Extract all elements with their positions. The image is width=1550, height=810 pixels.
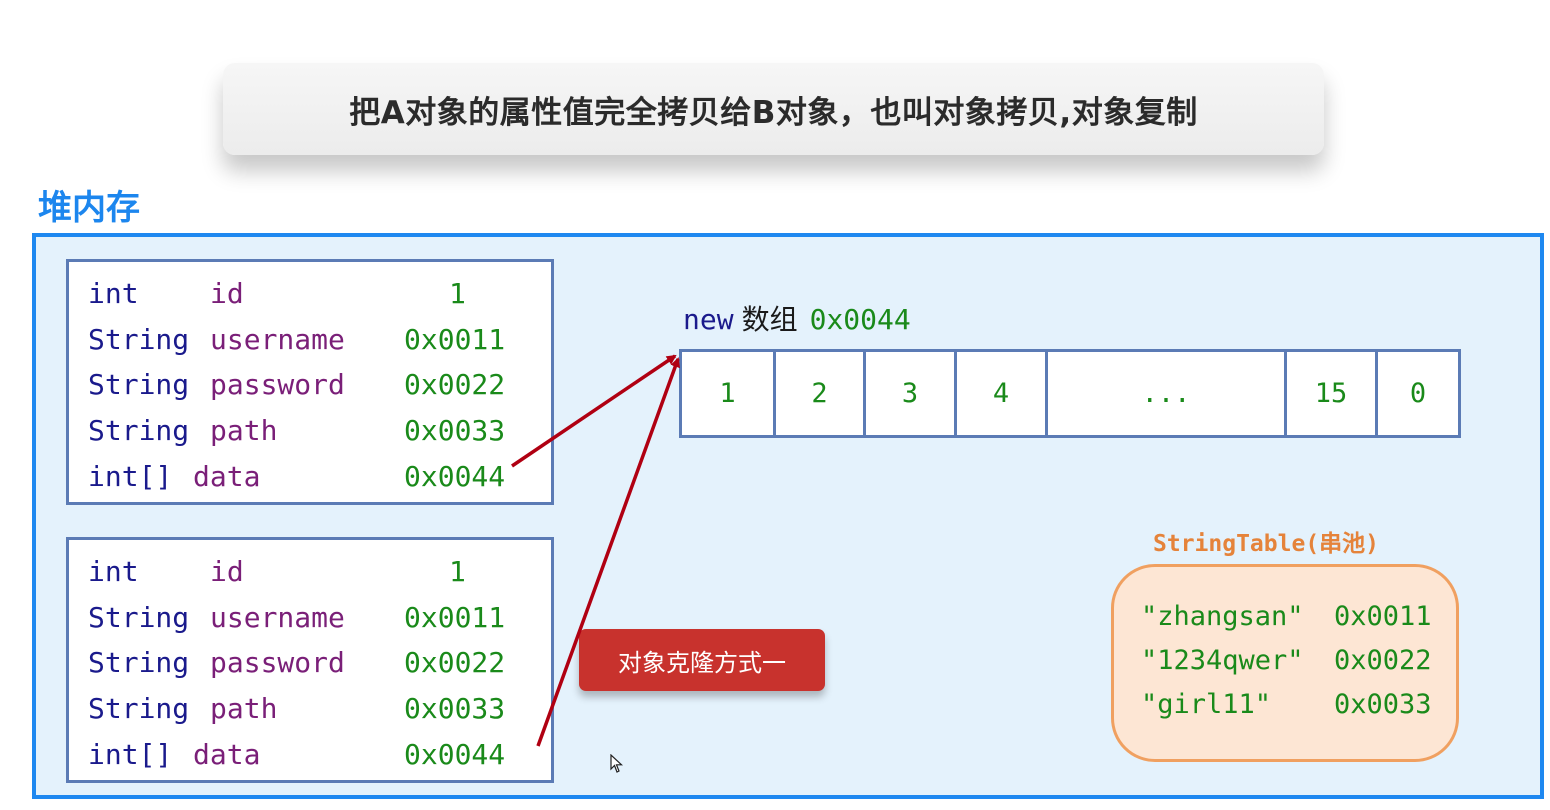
array-cell: 15 xyxy=(1284,349,1378,438)
field-row: String path 0x0033 xyxy=(69,411,551,451)
field-value: 0x0022 xyxy=(404,646,506,679)
field-type: String xyxy=(88,601,190,634)
array-address: 0x0044 xyxy=(809,303,911,336)
title-banner: 把A对象的属性值完全拷贝给B对象，也叫对象拷贝,对象复制 xyxy=(223,63,1324,155)
field-name: username xyxy=(210,323,345,356)
array-keyword: new xyxy=(683,303,734,336)
clone-method-button[interactable]: 对象克隆方式一 xyxy=(579,629,825,691)
string-table-entry: "1234qwer" 0x0022 xyxy=(1114,641,1456,681)
array-cell: 1 xyxy=(679,349,776,438)
field-value: 0x0044 xyxy=(404,738,506,771)
field-row: int[] data 0x0044 xyxy=(69,735,551,775)
string-value: "zhangsan" xyxy=(1141,601,1304,632)
field-value: 0x0033 xyxy=(404,692,506,725)
field-name: data xyxy=(193,460,261,493)
field-type: String xyxy=(88,368,190,401)
field-name: data xyxy=(193,738,261,771)
field-type: String xyxy=(88,323,190,356)
string-table-entry: "zhangsan" 0x0011 xyxy=(1114,597,1456,637)
string-value: "1234qwer" xyxy=(1141,645,1304,676)
field-row: String path 0x0033 xyxy=(69,689,551,729)
string-address: 0x0022 xyxy=(1334,645,1432,676)
object-b: int id 1 String username 0x0011 String p… xyxy=(66,537,554,783)
array-cell: 2 xyxy=(773,349,866,438)
field-name: path xyxy=(210,414,278,447)
string-address: 0x0011 xyxy=(1334,601,1432,632)
field-value: 0x0033 xyxy=(404,414,506,447)
field-row: String password 0x0022 xyxy=(69,365,551,405)
string-table-entry: "girl11" 0x0033 xyxy=(1114,685,1456,725)
array-cell: 0 xyxy=(1375,349,1461,438)
array-box: 1 2 3 4 ... 15 0 xyxy=(679,349,1461,438)
string-address: 0x0033 xyxy=(1334,689,1432,720)
field-name: password xyxy=(210,646,345,679)
field-name: password xyxy=(210,368,345,401)
field-type: String xyxy=(88,692,190,725)
array-label: 数组 xyxy=(741,303,798,336)
field-name: id xyxy=(210,277,244,310)
field-type: String xyxy=(88,646,190,679)
field-type: String xyxy=(88,414,190,447)
field-row: int[] data 0x0044 xyxy=(69,457,551,497)
field-row: int id 1 xyxy=(69,274,551,314)
string-value: "girl11" xyxy=(1141,689,1272,720)
field-name: path xyxy=(210,692,278,725)
field-value: 1 xyxy=(449,555,466,588)
field-name: username xyxy=(210,601,345,634)
mouse-cursor-icon xyxy=(610,754,624,773)
field-type: int[] xyxy=(88,738,173,771)
object-a: int id 1 String username 0x0011 String p… xyxy=(66,259,554,505)
field-row: String password 0x0022 xyxy=(69,643,551,683)
field-row: String username 0x0011 xyxy=(69,598,551,638)
field-row: String username 0x0011 xyxy=(69,320,551,360)
field-value: 0x0011 xyxy=(404,323,506,356)
field-type: int xyxy=(88,277,139,310)
field-type: int[] xyxy=(88,460,173,493)
field-name: id xyxy=(210,555,244,588)
field-value: 0x0044 xyxy=(404,460,506,493)
heap-label: 堆内存 xyxy=(38,188,140,228)
array-cell: 3 xyxy=(863,349,957,438)
field-value: 0x0011 xyxy=(404,601,506,634)
field-value: 0x0022 xyxy=(404,368,506,401)
field-type: int xyxy=(88,555,139,588)
string-table-box: "zhangsan" 0x0011 "1234qwer" 0x0022 "gir… xyxy=(1111,564,1459,762)
field-value: 1 xyxy=(449,277,466,310)
string-table-title: StringTable(串池) xyxy=(1153,531,1380,557)
array-cell: ... xyxy=(1045,349,1287,438)
array-cell: 4 xyxy=(954,349,1048,438)
field-row: int id 1 xyxy=(69,552,551,592)
banner-text: 把A对象的属性值完全拷贝给B对象，也叫对象拷贝,对象复制 xyxy=(349,94,1198,131)
